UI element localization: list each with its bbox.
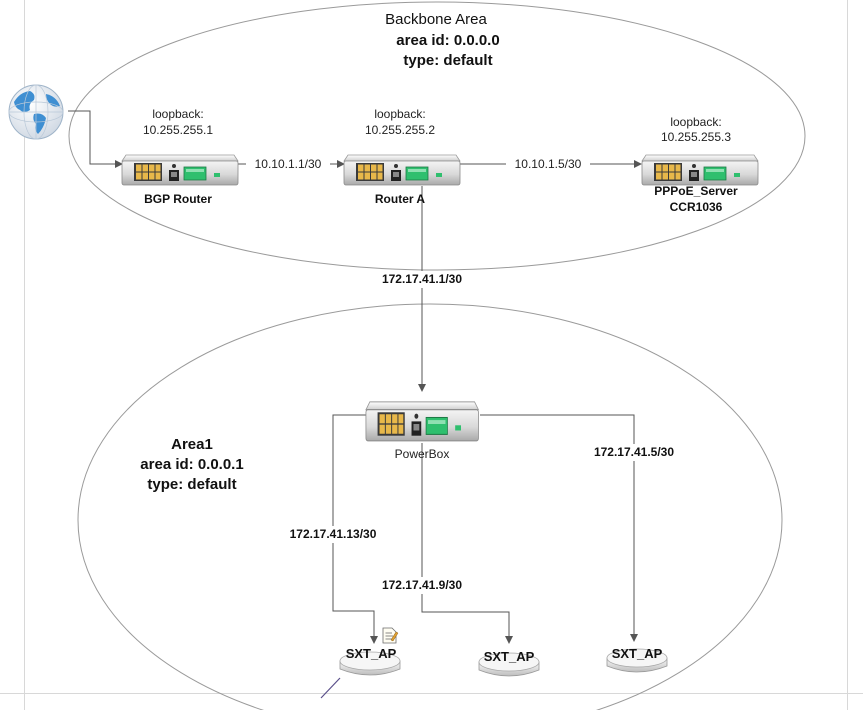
area1-id: area id: 0.0.0.1 xyxy=(140,456,244,473)
link-powerbox-to-ap1 xyxy=(332,414,378,644)
globe-icon[interactable] xyxy=(8,84,64,140)
link-internet-to-bgp xyxy=(68,110,123,168)
bgp-router-name: BGP Router xyxy=(144,192,212,206)
area1-title: Area1 xyxy=(171,436,213,453)
link-label-bgp-to-a: 10.10.1.1/30 xyxy=(246,157,330,172)
powerbox-name: PowerBox xyxy=(394,447,450,461)
backbone-area-type: type: default xyxy=(403,52,493,69)
page-margin-right xyxy=(847,0,848,710)
router-icon[interactable] xyxy=(121,154,239,186)
backbone-area-title: Backbone Area xyxy=(385,11,487,28)
link-label-powerbox-to-ap3: 172.17.41.5/30 xyxy=(586,444,682,461)
pppoe-server-model: CCR1036 xyxy=(669,200,723,214)
bgp-loopback-label: loopback: xyxy=(152,107,204,121)
ap-name: SXT_AP xyxy=(483,649,535,664)
link-powerbox-to-ap3 xyxy=(480,414,638,642)
note-icon[interactable] xyxy=(382,627,399,644)
router-icon[interactable] xyxy=(365,401,480,442)
link-powerbox-to-ap2 xyxy=(421,443,513,644)
page-margin-bottom xyxy=(0,693,863,694)
link-label-a-to-pppoe: 10.10.1.5/30 xyxy=(506,157,590,172)
area1-type: type: default xyxy=(147,476,237,493)
ap-name: SXT_AP xyxy=(611,646,663,661)
area1-ellipse xyxy=(77,303,783,710)
pppoe-loopback-label: loopback: xyxy=(670,115,722,129)
link-label-a-to-powerbox: 172.17.41.1/30 xyxy=(372,271,472,288)
router-a-name: Router A xyxy=(374,192,426,206)
page-margin-left xyxy=(24,0,25,710)
router-icon[interactable] xyxy=(641,154,759,186)
backbone-area-id: area id: 0.0.0.0 xyxy=(396,32,500,49)
link-label-powerbox-to-ap2: 172.17.41.9/30 xyxy=(374,577,470,594)
router-a-loopback-ip: 10.255.255.2 xyxy=(364,123,436,137)
ap-name: SXT_AP xyxy=(345,646,397,661)
pppoe-server-name: PPPoE_Server xyxy=(654,184,738,198)
pppoe-loopback-ip: 10.255.255.3 xyxy=(660,130,732,144)
router-icon[interactable] xyxy=(343,154,461,186)
link-label-powerbox-to-ap1: 172.17.41.13/30 xyxy=(280,526,386,543)
backbone-area-ellipse xyxy=(68,1,806,271)
link-ap1-outbound xyxy=(320,677,341,699)
bgp-loopback-ip: 10.255.255.1 xyxy=(142,123,214,137)
router-a-loopback-label: loopback: xyxy=(374,107,426,121)
